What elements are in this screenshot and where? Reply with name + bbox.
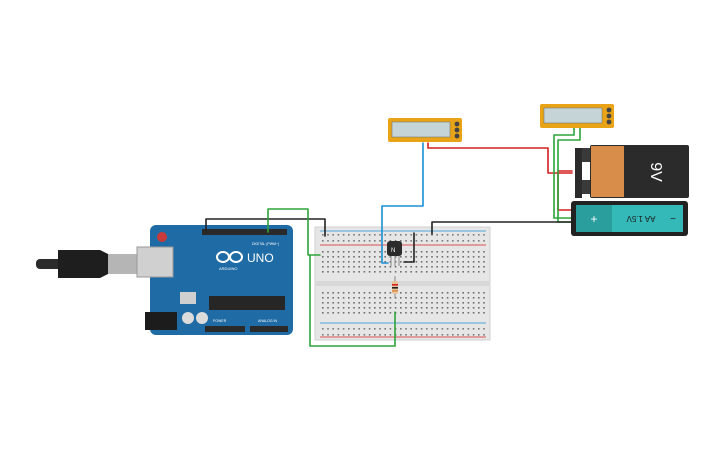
atmega-chip (209, 296, 285, 310)
regulator (180, 292, 196, 304)
wire-black-sensor-gnd (403, 232, 415, 263)
battery-aa[interactable]: + AA 1.5V − (571, 201, 688, 236)
arduino-uno-board[interactable]: UNO ARDUINO DIGITAL (PWM~) POWER ANALOG … (136, 225, 293, 335)
multimeter-right[interactable] (540, 104, 614, 128)
resistor[interactable] (392, 276, 398, 298)
power-label: POWER (213, 319, 227, 323)
digital-header (202, 229, 287, 235)
battery-aa-minus: − (670, 214, 676, 225)
battery-aa-label: AA 1.5V (626, 214, 656, 223)
battery-terminals (575, 148, 582, 198)
power-header (205, 326, 245, 332)
meter-terminal (454, 127, 460, 133)
capacitor (196, 312, 208, 324)
digital-label: DIGITAL (PWM~) (252, 242, 279, 246)
capacitor (182, 312, 194, 324)
analog-header (250, 326, 288, 332)
multimeter-left[interactable] (388, 118, 462, 142)
meter-terminal (606, 107, 612, 113)
wire-blue-multimeter (381, 142, 424, 264)
battery-aa-plus: + (590, 212, 597, 226)
meter-terminal (454, 121, 460, 127)
multimeter-display (391, 121, 451, 138)
arduino-brand-text: ARDUINO (219, 266, 237, 271)
meter-terminal (606, 113, 612, 119)
wire-black-arduino-gnd (205, 218, 326, 237)
reset-button[interactable] (157, 232, 167, 242)
wire-green-right-1 (553, 127, 575, 219)
wires (205, 127, 581, 347)
breadboard[interactable] (314, 226, 491, 341)
wire-green-loop (309, 254, 396, 347)
wire-red-9v (557, 170, 573, 211)
center-channel (315, 281, 490, 286)
wire-black-battery-gnd (431, 221, 573, 235)
power-jack (145, 312, 177, 330)
breadboard-holes (322, 234, 485, 336)
sensor-label: N (391, 248, 395, 254)
battery-9v[interactable]: 9V (575, 145, 689, 198)
wire-green-arduino-5v (267, 208, 321, 256)
analog-label: ANALOG IN (258, 319, 278, 323)
meter-terminal (454, 133, 460, 139)
wire-red-multimeter (427, 142, 573, 174)
uno-logo-text: UNO (247, 251, 274, 265)
usb-port (136, 246, 174, 278)
battery-9v-label: 9V (647, 162, 664, 182)
usb-cable[interactable] (36, 250, 138, 278)
arduino-infinity-logo (216, 251, 243, 263)
meter-terminal (606, 119, 612, 125)
multimeter-display (543, 107, 603, 124)
sensor-component[interactable]: N (387, 241, 402, 266)
